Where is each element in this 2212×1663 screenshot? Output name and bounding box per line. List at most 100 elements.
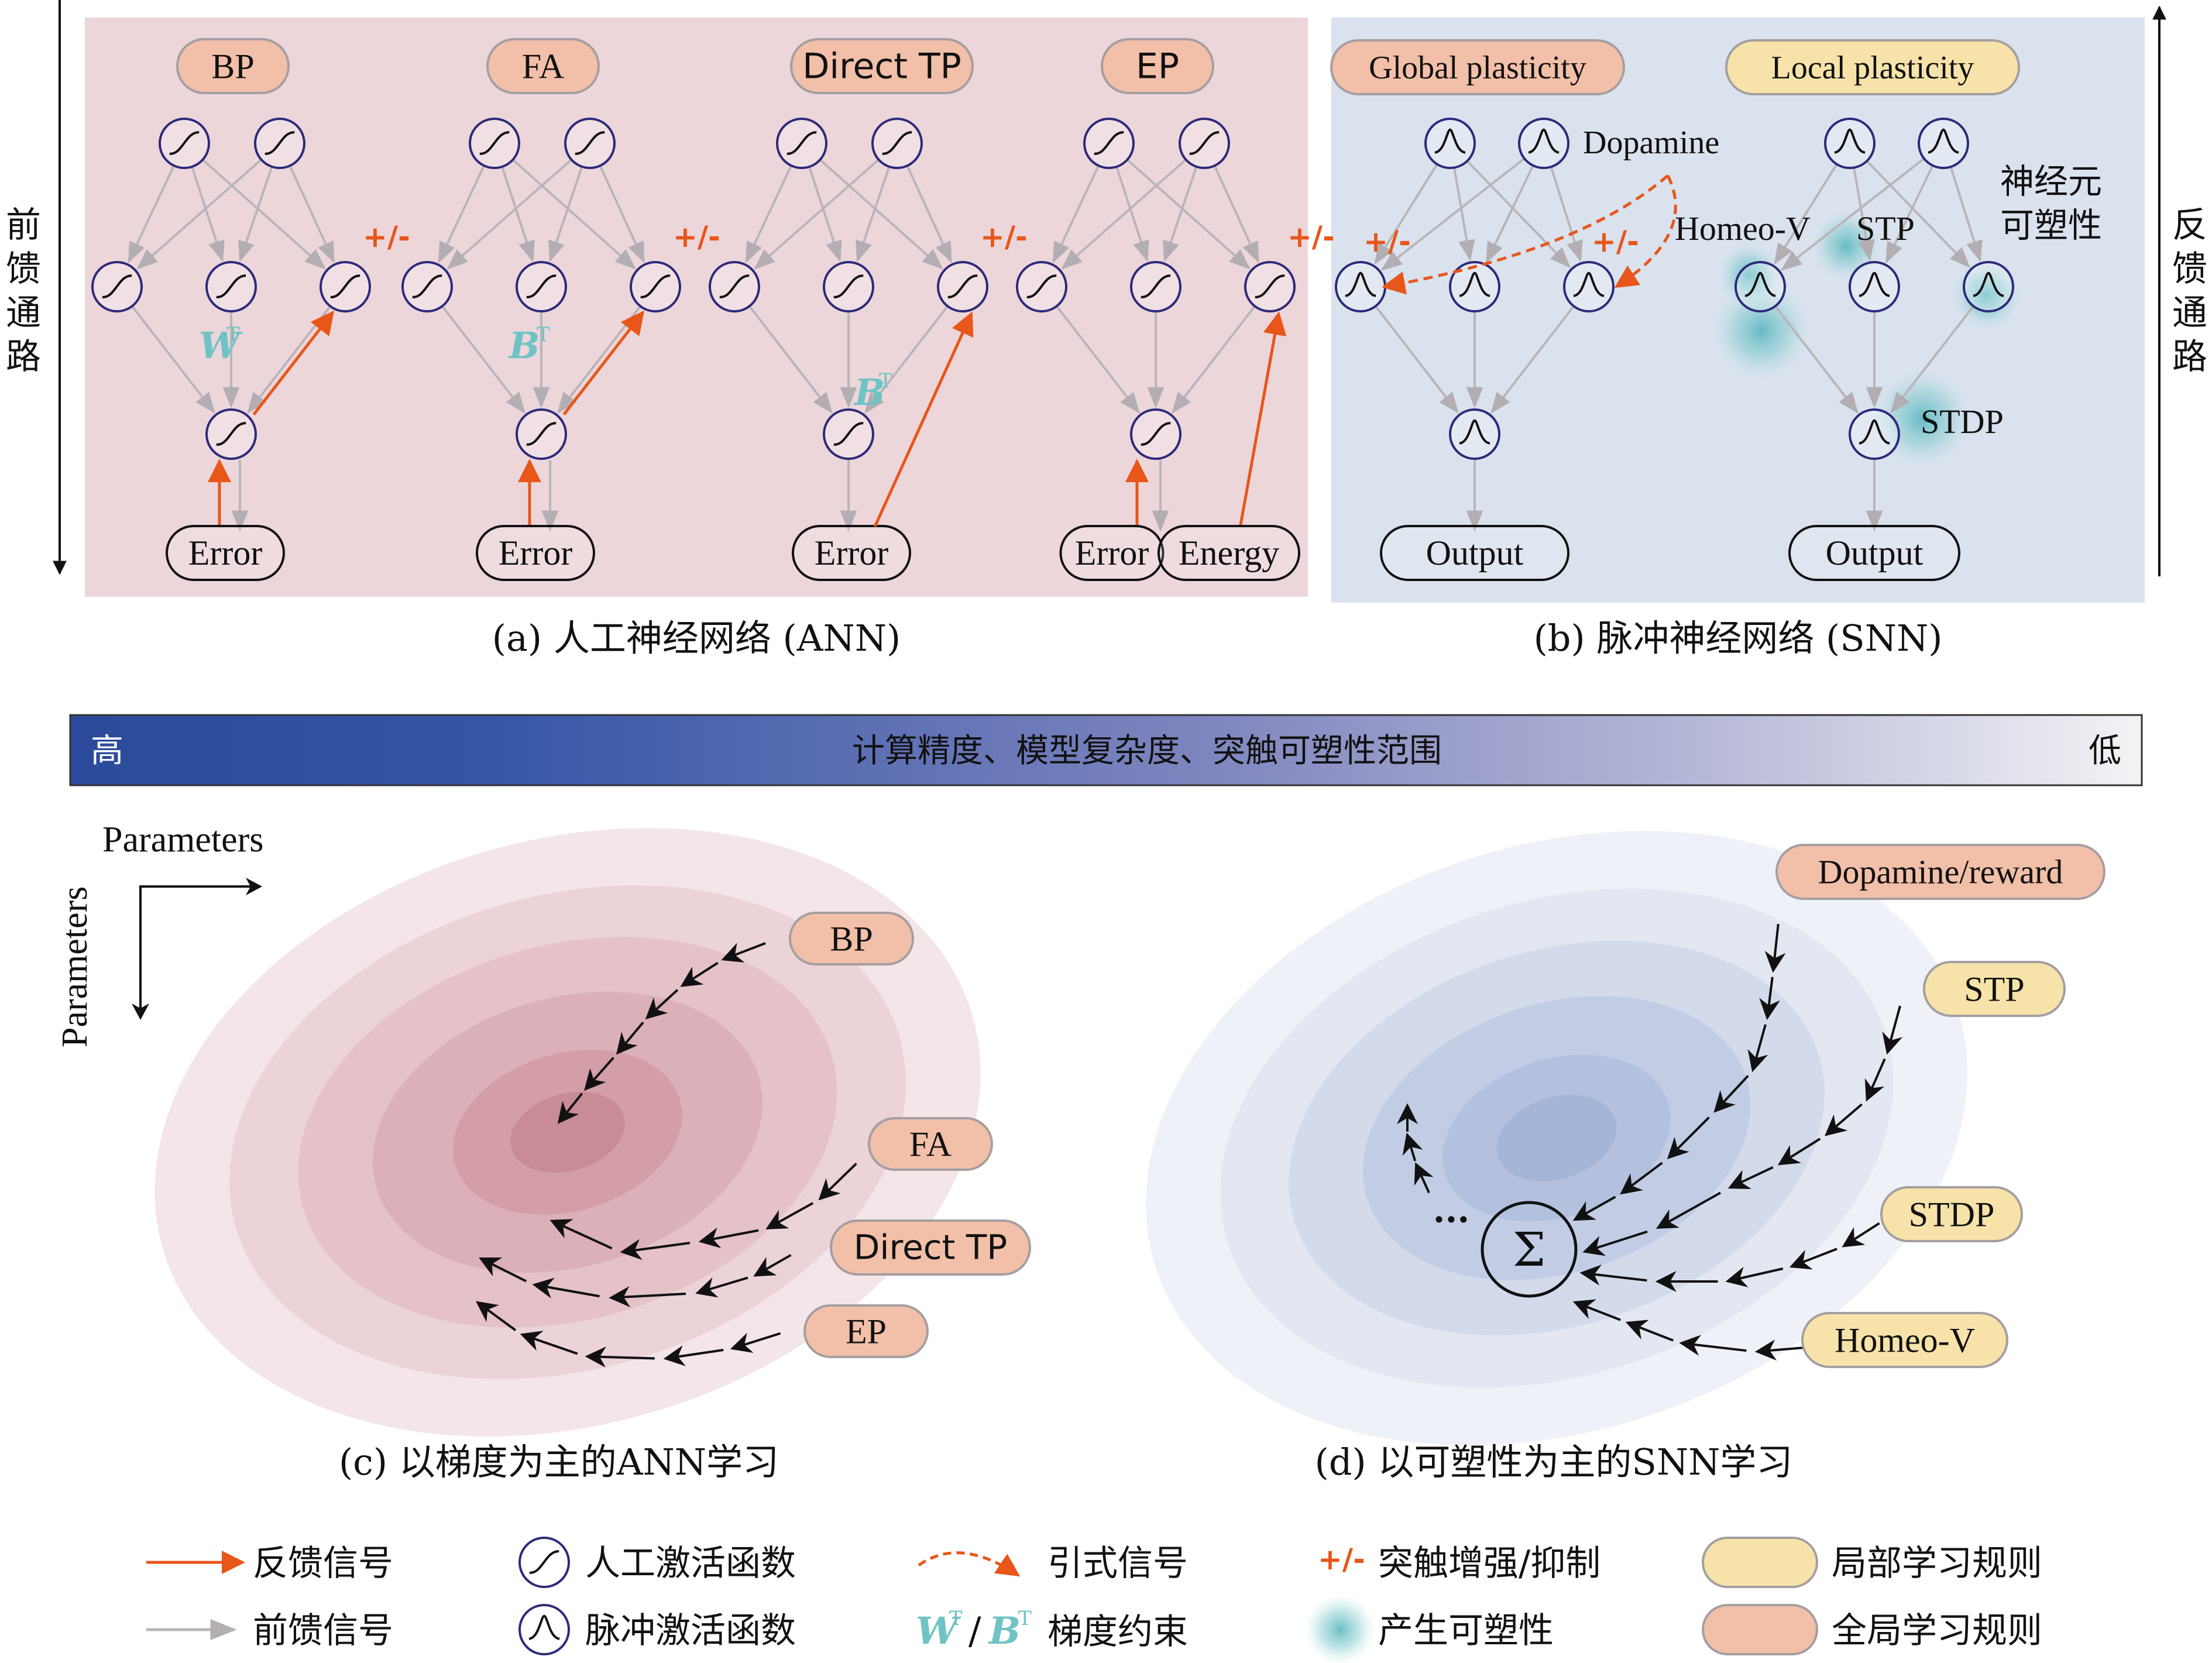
dtp-trajectory bbox=[695, 1276, 748, 1298]
sigmoid-icon bbox=[330, 274, 360, 298]
ep-trajectory bbox=[520, 1331, 578, 1355]
sum-symbol: Σ bbox=[1513, 1222, 1546, 1277]
axis-char: 馈 bbox=[2172, 249, 2207, 290]
bp-trajectory bbox=[721, 942, 766, 963]
syn-sign: +/- bbox=[363, 220, 410, 254]
legend-grad-sup: T bbox=[949, 1607, 963, 1630]
legend-grad-slash: / bbox=[968, 1610, 981, 1653]
neuron-plasticity-label: 神经元 bbox=[2000, 162, 2102, 201]
local-network: Output bbox=[1734, 118, 2014, 581]
feedforward-line bbox=[749, 306, 833, 414]
snn-neuron bbox=[1734, 261, 1786, 312]
sigmoid-icon bbox=[479, 131, 510, 155]
sigmoid-icon bbox=[216, 422, 246, 446]
legend-pm: +/- bbox=[1318, 1542, 1365, 1576]
feedforward-line bbox=[1453, 169, 1475, 262]
homeo-trajectory bbox=[1625, 1320, 1674, 1342]
feedforward-line bbox=[1890, 306, 1974, 414]
ep-trajectory bbox=[730, 1332, 781, 1353]
feedforward-line bbox=[864, 306, 948, 414]
homeo-trajectory bbox=[1679, 1335, 1747, 1356]
sigmoid-icon bbox=[102, 274, 132, 298]
spike-icon bbox=[1528, 128, 1560, 154]
summed-trajectory bbox=[1402, 1132, 1423, 1162]
homeo-d-label: Homeo-V bbox=[1835, 1321, 1975, 1359]
dopamine-reward-label-pill bbox=[1775, 844, 2105, 900]
feedforward-line bbox=[745, 166, 792, 263]
sigmoid-icon bbox=[412, 274, 442, 298]
dopamine-trajectory bbox=[1667, 1116, 1710, 1160]
fa-label-pill bbox=[868, 1117, 993, 1171]
sigmoid-icon bbox=[1026, 274, 1057, 298]
feedforward-line bbox=[1052, 166, 1100, 263]
error-output-box bbox=[1059, 525, 1165, 581]
feedforward-line bbox=[1127, 159, 1251, 270]
snn-neuron bbox=[1335, 261, 1386, 312]
sigmoid-icon bbox=[1141, 274, 1171, 298]
feedforward-line bbox=[128, 166, 175, 263]
legend-grad-w: W bbox=[916, 1609, 961, 1653]
feedforward-line bbox=[438, 166, 485, 263]
legend-synaptic: 突触增强/抑制 bbox=[1378, 1543, 1600, 1584]
feedforward-line bbox=[856, 167, 890, 262]
legend-feedforward: 前馈信号 bbox=[253, 1610, 393, 1651]
dopamine-label: Dopamine bbox=[1583, 125, 1719, 161]
param-axes-icon bbox=[139, 885, 257, 1015]
feedforward-line bbox=[1115, 167, 1149, 262]
feedforward-line bbox=[820, 159, 943, 270]
error-output-box bbox=[792, 525, 911, 581]
sigmoid-icon bbox=[216, 274, 246, 298]
dtp-trajectory bbox=[479, 1257, 527, 1283]
ep-trajectory bbox=[585, 1346, 655, 1368]
sigmoid-icon bbox=[1189, 131, 1220, 155]
error-output: Error bbox=[188, 534, 263, 572]
stp-trajectory bbox=[1655, 1191, 1721, 1229]
error-output-box bbox=[476, 525, 595, 581]
feedforward-line bbox=[1374, 164, 1438, 265]
method-label: EP bbox=[1136, 46, 1179, 87]
stp-label: STP bbox=[1856, 209, 1915, 248]
local-output-box bbox=[1788, 525, 1960, 581]
feedforward-line bbox=[1061, 159, 1186, 270]
feedforward-line bbox=[1780, 158, 1924, 271]
fa-trajectory bbox=[765, 1202, 814, 1229]
sigmoid-icon bbox=[526, 422, 557, 446]
bp-trajectory bbox=[680, 961, 719, 987]
feedforward-line bbox=[754, 159, 879, 270]
legend-guide: 引式信号 bbox=[1047, 1543, 1188, 1584]
homeo-d-label-pill bbox=[1801, 1312, 2008, 1368]
snn-neuron bbox=[1449, 408, 1500, 460]
sigmoid-icon bbox=[947, 274, 978, 298]
stdp-label: STDP bbox=[1921, 403, 2004, 441]
ann-panel-bg bbox=[85, 18, 1308, 597]
spike-icon bbox=[1928, 128, 1959, 154]
param-y-label: Parameters bbox=[55, 887, 95, 1047]
dopamine-reward-label: Dopamine/reward bbox=[1818, 853, 2063, 891]
feedforward-line bbox=[1375, 306, 1459, 414]
ep-trajectory bbox=[663, 1345, 724, 1366]
spike-icon bbox=[1459, 419, 1490, 445]
feedforward-line bbox=[191, 167, 225, 262]
axis-char: 通 bbox=[2172, 293, 2207, 334]
local-plasticity-label-pill bbox=[1725, 39, 2020, 95]
snn-neuron bbox=[518, 1604, 570, 1655]
dtp-trajectory bbox=[532, 1277, 600, 1298]
dtp-trajectory bbox=[753, 1254, 792, 1277]
global-plasticity-label-pill bbox=[1330, 39, 1625, 95]
error-output: Error bbox=[1075, 534, 1149, 572]
legend-grad-text: 梯度约束 bbox=[1047, 1612, 1188, 1652]
global-plasticity-label: Global plasticity bbox=[1369, 50, 1586, 86]
axis-char: 路 bbox=[6, 336, 41, 377]
spike-icon bbox=[1459, 272, 1490, 297]
stp-trajectory bbox=[1825, 1103, 1863, 1136]
caption-a: (a) 人工神经网络 (ANN) bbox=[492, 617, 901, 659]
global-output: Output bbox=[1426, 534, 1524, 572]
spike-icon bbox=[1973, 272, 2004, 297]
sigmoid-icon bbox=[786, 131, 817, 155]
feedforward-line bbox=[1056, 306, 1140, 414]
spike-icon bbox=[1859, 419, 1890, 445]
dopamine-trajectory bbox=[1764, 923, 1786, 973]
